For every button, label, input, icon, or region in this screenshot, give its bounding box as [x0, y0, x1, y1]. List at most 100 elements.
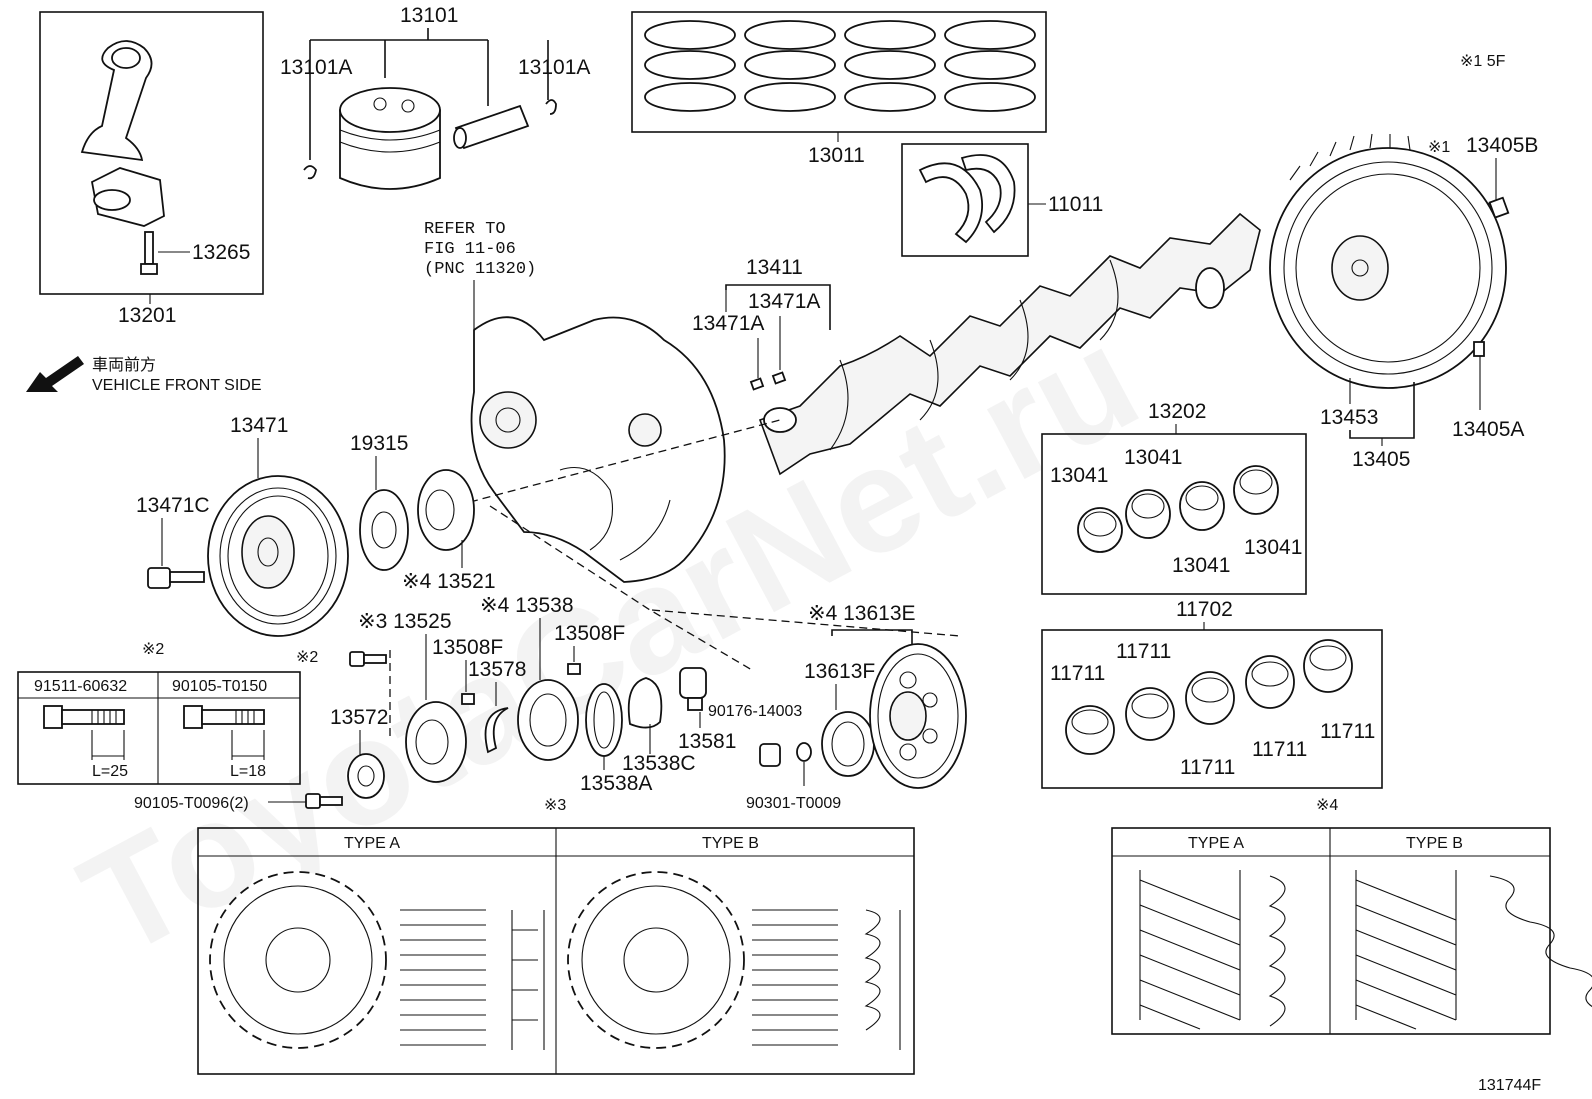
marker-3: ※3 — [544, 797, 566, 814]
label-13508f-a: 13508F — [432, 636, 503, 659]
balancer-gear[interactable] — [517, 679, 579, 761]
crank-sprocket[interactable] — [417, 469, 475, 551]
piston[interactable] — [339, 87, 441, 190]
label-13405a: 13405A — [1452, 418, 1524, 441]
note-top-right: ※1 5F — [1460, 53, 1506, 70]
plate-washer[interactable] — [347, 753, 385, 799]
snap-ring-13538c[interactable] — [627, 677, 663, 729]
bearing-box-11702 — [1041, 629, 1383, 789]
bolt-table-col2: 90105-T0150 — [172, 678, 267, 695]
label-19315: 19315 — [350, 432, 408, 455]
bolt-90105 — [183, 705, 265, 729]
pin-13508f-b[interactable] — [567, 663, 581, 675]
piston-ring-sets[interactable] — [644, 20, 1036, 112]
balancer-plate[interactable] — [585, 683, 623, 757]
crank-timing-rotor[interactable] — [359, 489, 409, 571]
label-11711-c: 11711 — [1180, 756, 1235, 779]
label-11702: 11702 — [1176, 598, 1233, 621]
refer-line3: (PNC 11320) — [424, 260, 536, 279]
bolt-table-col1: 91511-60632 — [34, 678, 127, 695]
bolt-table-len2: L=18 — [230, 763, 266, 780]
tensioner[interactable] — [679, 667, 707, 711]
label-13471a-b: 13471A — [748, 290, 820, 313]
marker-13405b: ※1 — [1428, 139, 1450, 156]
type-a-teeth-detail — [400, 909, 545, 1050]
label-13538a: 13538A — [580, 772, 652, 795]
thrust-washer-box — [901, 143, 1029, 257]
conrod-bearings-11711[interactable] — [1065, 639, 1353, 755]
label-90176: 90176-14003 — [708, 703, 802, 720]
conrod-box — [39, 11, 264, 295]
label-13101a-right: 13101A — [518, 56, 590, 79]
plug-90176[interactable] — [759, 743, 781, 767]
flywheel[interactable] — [1269, 133, 1507, 389]
snap-ring-left[interactable] — [303, 165, 317, 180]
main-bearings-13041[interactable] — [1077, 465, 1279, 553]
knock-pin[interactable] — [1473, 341, 1485, 357]
label-11711-a: 11711 — [1050, 662, 1105, 685]
marker-2-table: ※2 — [142, 641, 164, 658]
piston-pin[interactable] — [453, 104, 530, 150]
label-13521: ※4 13521 — [402, 570, 496, 593]
bearing-box-13202 — [1041, 433, 1307, 595]
type-b-teeth-detail — [752, 909, 901, 1050]
type-a-left: TYPE A — [344, 835, 400, 852]
label-13411: 13411 — [746, 256, 803, 279]
small-bolt[interactable] — [349, 651, 387, 667]
label-13525: ※3 13525 — [358, 610, 452, 633]
pin-13508f-a[interactable] — [461, 693, 475, 705]
snap-ring-13578[interactable] — [484, 707, 509, 754]
label-11011: 11011 — [1048, 193, 1103, 216]
label-13613e: ※4 13613E — [808, 602, 916, 625]
front-arrow-icon — [26, 356, 84, 392]
type-b-left: TYPE B — [702, 835, 759, 852]
crank-pulley[interactable] — [207, 475, 349, 637]
label-13041-b: 13041 — [1124, 446, 1182, 469]
thrust-washers[interactable] — [918, 154, 1016, 244]
snap-ring-right[interactable] — [545, 99, 557, 115]
label-13578: 13578 — [468, 658, 526, 681]
front-label-en: VEHICLE FRONT SIDE — [92, 377, 262, 394]
label-13471: 13471 — [230, 414, 288, 437]
driven-sprocket[interactable] — [869, 643, 967, 789]
type-a-sprocket — [209, 871, 387, 1049]
type-a-right: TYPE A — [1188, 835, 1244, 852]
label-13201: 13201 — [118, 304, 176, 327]
label-11711-d: 11711 — [1252, 738, 1307, 761]
label-13202: 13202 — [1148, 400, 1206, 423]
oil-seal[interactable] — [821, 711, 875, 777]
bolt-table — [17, 671, 301, 785]
conrod-bolt[interactable] — [140, 231, 158, 275]
connecting-rod[interactable] — [80, 40, 165, 227]
label-13572: 13572 — [330, 706, 388, 729]
label-90105-t0096: 90105-T0096(2) — [134, 795, 249, 812]
crankshaft[interactable] — [758, 212, 1261, 476]
idle-gear[interactable] — [405, 701, 467, 783]
crank-keys[interactable] — [749, 371, 787, 391]
front-label-jp: 車両前方 — [92, 356, 156, 374]
bolt-90105-t0096[interactable] — [305, 793, 343, 809]
label-13101a-left: 13101A — [280, 56, 352, 79]
label-13405b: 13405B — [1466, 134, 1538, 157]
label-13453: 13453 — [1320, 406, 1378, 429]
marker-2-bolt: ※2 — [296, 649, 318, 666]
label-11711-e: 11711 — [1320, 720, 1375, 743]
timing-chain-cover[interactable] — [470, 316, 726, 583]
pulley-bolt[interactable] — [147, 567, 205, 589]
label-13041-d: 13041 — [1244, 536, 1302, 559]
label-13613f: 13613F — [804, 660, 875, 683]
label-13471c: 13471C — [136, 494, 210, 517]
label-13101: 13101 — [400, 4, 458, 27]
refer-line2: FIG 11-06 — [424, 240, 516, 259]
type-a-chain-detail — [1139, 870, 1286, 1030]
type-box-4 — [1111, 827, 1551, 1035]
piston-ring-box — [631, 11, 1047, 133]
type-b-right: TYPE B — [1406, 835, 1463, 852]
label-13041-a: 13041 — [1050, 464, 1108, 487]
bolt-table-len1: L=25 — [92, 763, 128, 780]
label-13538: ※4 13538 — [480, 594, 574, 617]
o-ring-90301[interactable] — [796, 742, 812, 762]
label-13405: 13405 — [1352, 448, 1410, 471]
bolt-91511 — [43, 705, 125, 729]
